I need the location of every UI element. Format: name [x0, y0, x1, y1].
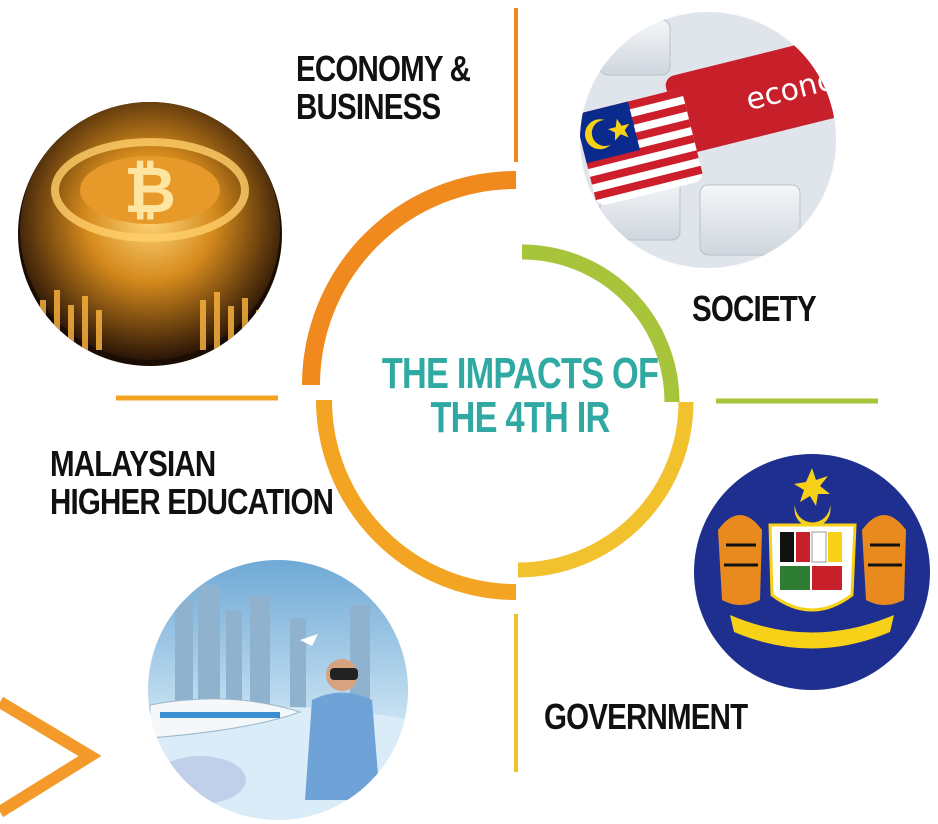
- label-society-text: SOCIETY: [692, 288, 817, 329]
- label-economy-business: ECONOMY & BUSINESS: [296, 48, 471, 127]
- ring-arc-education: [316, 399, 517, 600]
- label-economy-line1: ECONOMY &: [296, 48, 471, 89]
- label-education-line1: MALAYSIAN: [50, 443, 216, 484]
- label-government-text: GOVERNMENT: [544, 696, 748, 737]
- bitcoin-circuit-image: ₿: [18, 102, 282, 366]
- ring-arc-economy: [302, 171, 517, 386]
- keyboard-malaysia-flag-econo-image: econo: [580, 12, 836, 268]
- center-title: THE IMPACTS OF THE 4TH IR: [372, 352, 668, 440]
- vr-future-city-image: [148, 560, 408, 820]
- label-society: SOCIETY: [692, 288, 817, 329]
- center-title-line1: THE IMPACTS OF: [381, 349, 659, 398]
- label-economy-line2: BUSINESS: [296, 86, 441, 127]
- svg-text:₿: ₿: [124, 154, 176, 228]
- ring-arc-government: [517, 401, 694, 578]
- ring-arc-society: [521, 244, 680, 403]
- label-government: GOVERNMENT: [544, 696, 748, 737]
- chevron-right-icon: [0, 696, 102, 818]
- label-higher-education: MALAYSIAN HIGHER EDUCATION: [50, 443, 334, 522]
- malaysia-coat-of-arms-image: [694, 454, 930, 690]
- center-title-line2: THE 4TH IR: [430, 393, 610, 442]
- label-education-line2: HIGHER EDUCATION: [50, 481, 334, 522]
